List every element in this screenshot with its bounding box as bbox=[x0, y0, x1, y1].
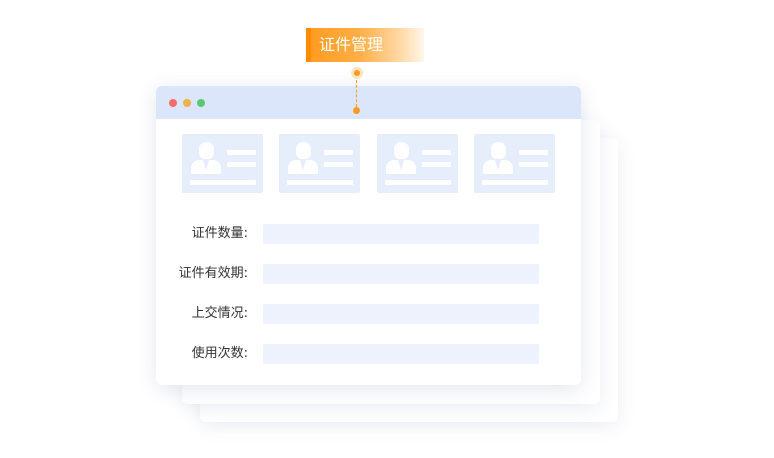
id-card-icon[interactable] bbox=[474, 134, 555, 193]
badge-label: 证件管理 bbox=[319, 35, 384, 54]
person-head bbox=[296, 142, 311, 159]
badge-edge bbox=[306, 28, 311, 62]
person-tie bbox=[300, 160, 306, 170]
person-tie bbox=[203, 160, 209, 170]
connector-line bbox=[356, 80, 357, 107]
card-line bbox=[227, 150, 256, 155]
card-line bbox=[227, 162, 256, 167]
card-line bbox=[519, 150, 548, 155]
person-head bbox=[394, 142, 409, 159]
submission-status-field[interactable] bbox=[263, 304, 539, 324]
minimize-dot-icon[interactable] bbox=[183, 99, 191, 107]
card-line bbox=[422, 150, 451, 155]
label-certificate-validity: 证件有效期: bbox=[178, 266, 248, 281]
person-tie bbox=[398, 160, 404, 170]
person-head bbox=[199, 142, 214, 159]
maximize-dot-icon[interactable] bbox=[197, 99, 205, 107]
id-card-icon[interactable] bbox=[182, 134, 263, 193]
label-certificate-count: 证件数量: bbox=[191, 226, 248, 241]
usage-count-field[interactable] bbox=[263, 344, 539, 364]
card-line bbox=[385, 180, 451, 185]
card-line bbox=[190, 180, 256, 185]
label-submission-status: 上交情况: bbox=[191, 306, 248, 321]
connector-dot-icon bbox=[354, 70, 360, 76]
card-line bbox=[422, 162, 451, 167]
id-card-icon[interactable] bbox=[377, 134, 458, 193]
window-titlebar bbox=[156, 86, 581, 119]
person-tie bbox=[495, 160, 501, 170]
card-line bbox=[324, 162, 353, 167]
label-usage-count: 使用次数: bbox=[191, 346, 248, 361]
close-dot-icon[interactable] bbox=[169, 99, 177, 107]
card-line bbox=[482, 180, 548, 185]
certificate-window: 证件数量: 证件有效期: 上交情况: 使用次数: bbox=[156, 86, 581, 385]
certificate-count-field[interactable] bbox=[263, 224, 539, 244]
card-line bbox=[519, 162, 548, 167]
card-line bbox=[287, 180, 353, 185]
certificate-validity-field[interactable] bbox=[263, 264, 539, 284]
certificate-management-badge: 证件管理 bbox=[306, 28, 424, 62]
connector-end-icon bbox=[353, 107, 360, 114]
card-line bbox=[324, 150, 353, 155]
id-card-icon[interactable] bbox=[279, 134, 360, 193]
person-head bbox=[491, 142, 506, 159]
